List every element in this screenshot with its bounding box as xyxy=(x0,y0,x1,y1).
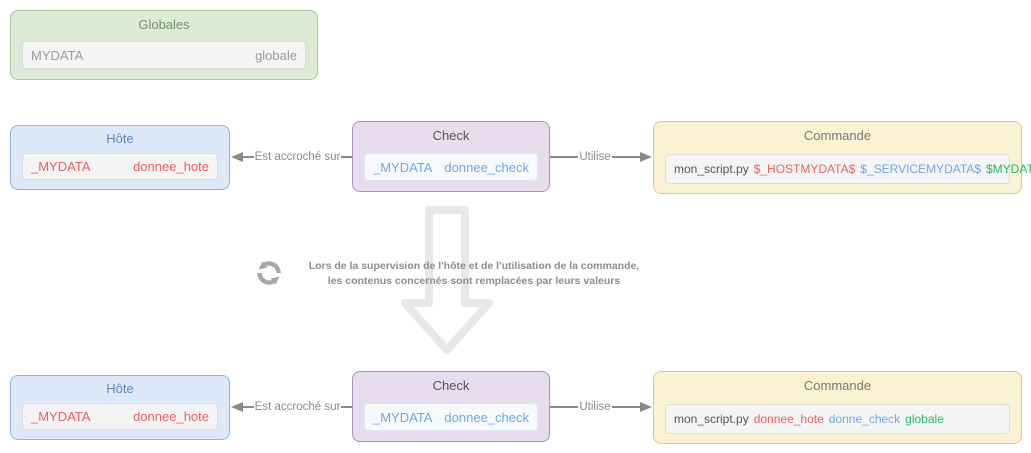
commande-panel-title: Commande xyxy=(803,378,872,393)
command-global-value: globale xyxy=(905,412,944,426)
commande-panel-after: Commande mon_script.py donnee_hote donne… xyxy=(653,371,1022,444)
commande-panel-title: Commande xyxy=(803,128,872,143)
link-label: Est accroché sur xyxy=(254,151,341,163)
hote-panel-before: Hôte _MYDATA donnee_hote xyxy=(10,125,230,190)
hote-panel-title: Hôte xyxy=(106,381,134,396)
hote-macro-name: _MYDATA xyxy=(31,159,91,174)
link-line xyxy=(611,406,640,408)
transformation-note: Lors de la supervision de l'hôte et de l… xyxy=(254,259,694,289)
link-est-accroche-sur-after: Est accroché sur xyxy=(230,400,352,414)
check-panel-after: Check _MYDATA donnee_check xyxy=(352,371,550,442)
hote-macro-name: _MYDATA xyxy=(31,409,91,424)
command-host-macro: $_HOSTMYDATA$ xyxy=(753,162,856,176)
globales-macro-field: MYDATA globale xyxy=(22,41,306,69)
command-script: mon_script.py xyxy=(674,412,749,426)
check-panel-title: Check xyxy=(432,378,470,393)
check-macro-field: _MYDATA donnee_check xyxy=(364,403,538,431)
commande-line-field: mon_script.py donnee_hote donne_check gl… xyxy=(665,404,1010,434)
link-label: Est accroché sur xyxy=(254,401,341,413)
arrowhead-left-icon xyxy=(231,402,243,412)
link-line xyxy=(341,406,352,408)
globales-panel-title: Globales xyxy=(138,17,190,32)
link-line xyxy=(550,156,579,158)
link-est-accroche-sur-before: Est accroché sur xyxy=(230,150,352,164)
hote-panel-title: Hôte xyxy=(106,131,134,146)
transformation-note-line1: Lors de la supervision de l'hôte et de l… xyxy=(308,260,640,272)
link-label: Utilise xyxy=(579,401,611,413)
hote-macro-value: donnee_hote xyxy=(133,409,209,424)
arrowhead-right-icon xyxy=(640,152,652,162)
command-service-value: donne_check xyxy=(828,412,901,426)
link-line xyxy=(550,406,579,408)
link-utilise-before: Utilise xyxy=(550,150,653,164)
hote-panel-after: Hôte _MYDATA donnee_hote xyxy=(10,375,230,440)
hote-macro-value: donnee_hote xyxy=(133,159,209,174)
refresh-cycle-icon xyxy=(257,261,281,285)
check-macro-field: _MYDATA donnee_check xyxy=(364,153,538,181)
command-global-macro: $MYDATA$ xyxy=(986,162,1031,176)
link-line xyxy=(243,156,254,158)
check-macro-value: donnee_check xyxy=(444,409,529,425)
arrowhead-right-icon xyxy=(640,402,652,412)
hote-macro-field: _MYDATA donnee_hote xyxy=(22,153,218,180)
check-panel-title: Check xyxy=(432,128,470,143)
globales-macro-value: globale xyxy=(255,47,297,63)
link-line xyxy=(341,156,352,158)
transformation-down-arrow xyxy=(401,206,493,354)
link-line xyxy=(611,156,640,158)
command-service-macro: $_SERVICEMYDATA$ xyxy=(860,162,981,176)
link-line xyxy=(243,406,254,408)
globales-macro-name: MYDATA xyxy=(31,47,84,63)
link-label: Utilise xyxy=(579,151,611,163)
check-macro-name: _MYDATA xyxy=(373,409,433,425)
command-host-value: donnee_hote xyxy=(753,412,824,426)
command-script: mon_script.py xyxy=(674,162,749,176)
globales-panel: Globales MYDATA globale xyxy=(10,10,318,80)
check-macro-value: donnee_check xyxy=(444,159,529,175)
commande-line-field: mon_script.py $_HOSTMYDATA$ $_SERVICEMYD… xyxy=(665,154,1031,184)
link-utilise-after: Utilise xyxy=(550,400,653,414)
commande-panel-before: Commande mon_script.py $_HOSTMYDATA$ $_S… xyxy=(653,121,1031,194)
hote-macro-field: _MYDATA donnee_hote xyxy=(22,403,218,430)
check-macro-name: _MYDATA xyxy=(373,159,433,175)
check-panel-before: Check _MYDATA donnee_check xyxy=(352,121,550,192)
arrowhead-left-icon xyxy=(231,152,243,162)
transformation-note-line2: les contenus concernés sont remplacées p… xyxy=(327,275,621,287)
